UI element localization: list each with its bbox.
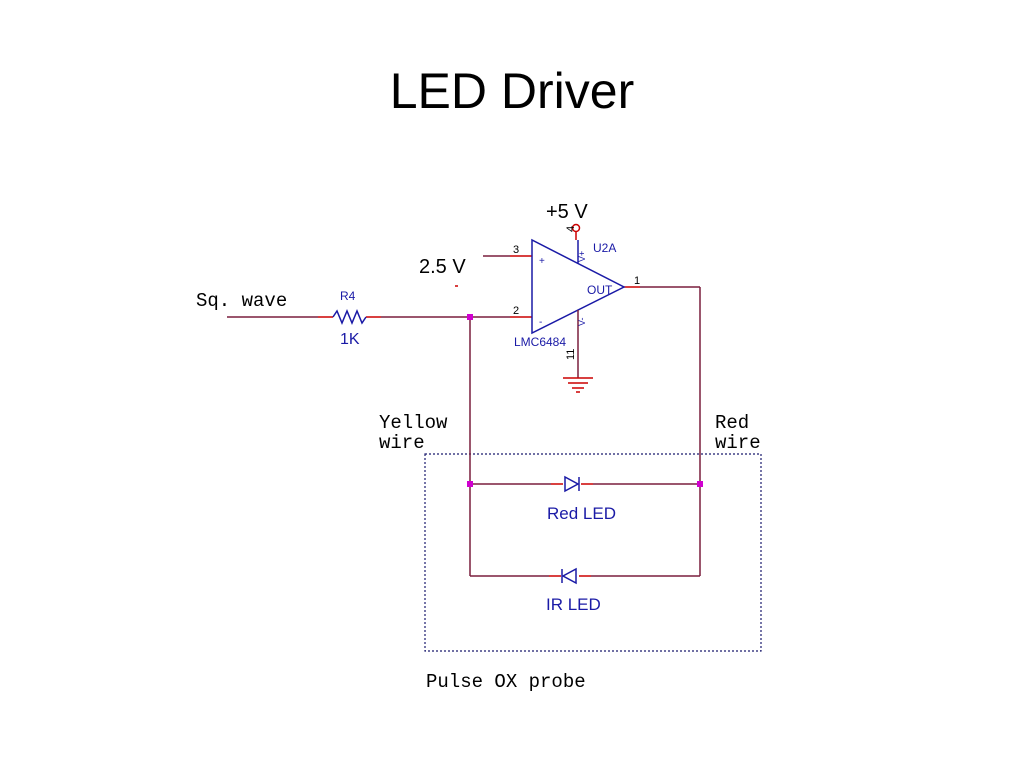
pin-vplus-number: 4 — [565, 226, 577, 232]
resistor-r4 — [332, 309, 367, 325]
opamp-u2a — [531, 223, 626, 378]
resistor-refdes: R4 — [340, 289, 356, 303]
yellow-wire-label-line2: wire — [379, 432, 425, 454]
junction-yellow-red-led — [467, 481, 473, 487]
opamp-part: LMC6484 — [514, 335, 566, 349]
opamp-out-label: OUT — [587, 283, 613, 297]
vplus-mark: V+ — [577, 251, 587, 262]
slide-title: LED Driver — [389, 63, 635, 119]
supply-voltage-label: +5 V — [546, 201, 588, 223]
opamp-refdes: U2A — [593, 241, 616, 255]
pin-vminus-number: 11 — [565, 349, 577, 360]
opamp-plus-sign: + — [539, 256, 545, 267]
junction-inv-node — [467, 314, 473, 320]
yellow-wire-label-line1: Yellow — [379, 412, 448, 434]
probe-box — [424, 453, 762, 652]
ref-voltage-label: 2.5 V — [419, 256, 466, 278]
red-wire-label-line2: wire — [715, 432, 761, 454]
vminus-mark: V- — [577, 317, 587, 326]
resistor-value: 1K — [340, 331, 360, 348]
pin-stubs — [318, 232, 640, 577]
opamp-minus-sign: - — [539, 317, 542, 328]
pin-out-number: 1 — [634, 275, 640, 287]
ir-led-diode-icon — [561, 567, 577, 585]
red-led-label: Red LED — [547, 504, 616, 523]
wires — [227, 255, 701, 577]
input-signal-label: Sq. wave — [196, 290, 287, 312]
probe-label: Pulse OX probe — [426, 671, 586, 693]
vplus-terminal-icon — [571, 223, 581, 233]
junction-red-red-led — [697, 481, 703, 487]
pin-noninv-number: 3 — [513, 244, 519, 256]
pin-inv-number: 2 — [513, 305, 519, 317]
red-led-diode-icon — [564, 475, 580, 493]
ir-led-label: IR LED — [546, 595, 601, 614]
junctions — [467, 314, 703, 487]
red-wire-label-line1: Red — [715, 412, 749, 434]
ground-icon — [563, 377, 593, 393]
